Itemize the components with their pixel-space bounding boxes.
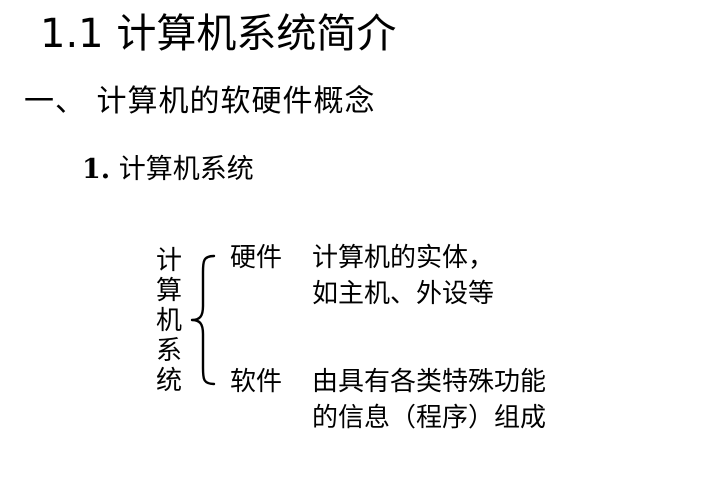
left-brace: [190, 254, 216, 386]
diagram-root-label: 计算机系统: [155, 246, 182, 396]
software-description-line-2: 的信息（程序）组成: [312, 403, 547, 433]
subsection-number: 1.: [82, 154, 111, 185]
hardware-description-line-2: 如主机、外设等: [312, 279, 495, 309]
hardware-description-line-1: 计算机的实体，: [312, 243, 495, 273]
term-software: 软件: [230, 367, 283, 397]
slide-title: 1.1 计算机系统简介: [40, 11, 397, 57]
subsection-heading: 1. 计算机系统: [82, 152, 254, 188]
section-heading: 一、 计算机的软硬件概念: [24, 84, 376, 119]
subsection-text: 计算机系统: [110, 154, 254, 185]
term-hardware: 硬件: [230, 243, 283, 273]
software-description-line-1: 由具有各类特殊功能: [312, 367, 547, 397]
